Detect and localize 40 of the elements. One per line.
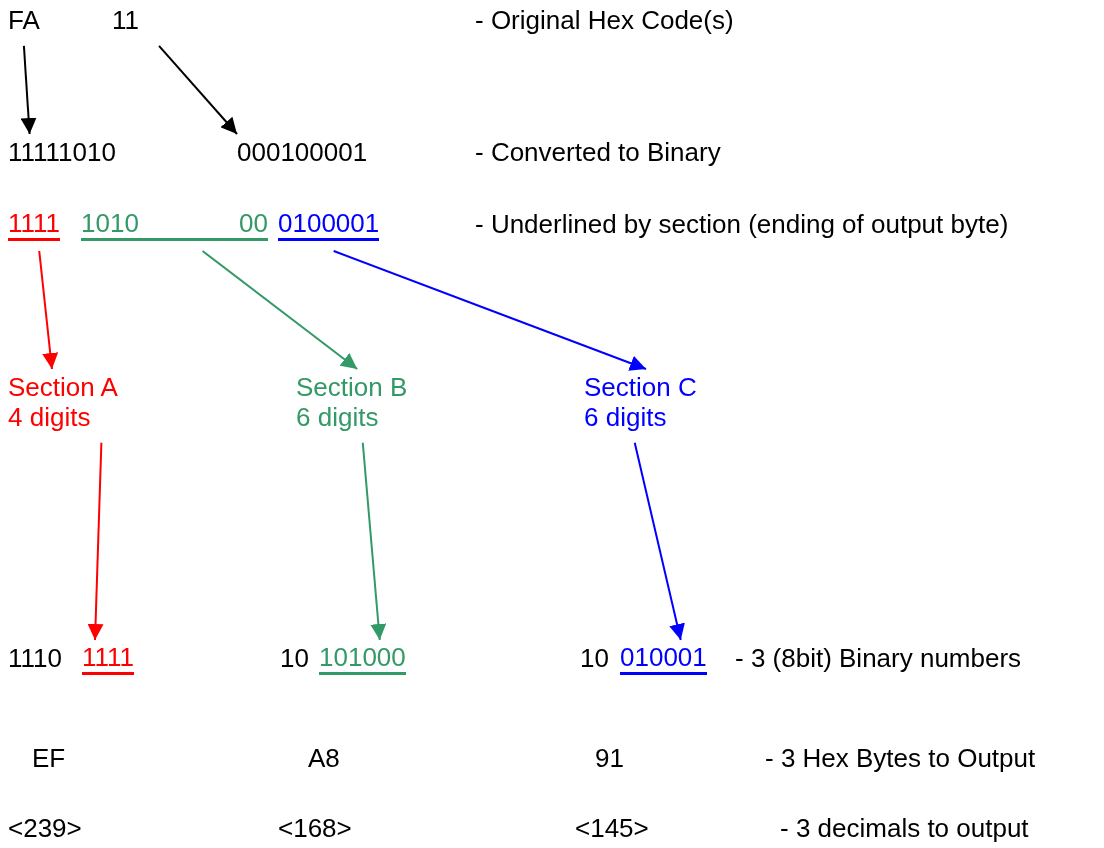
decimal-output: <239>: [8, 814, 82, 844]
arrow: [87, 441, 104, 641]
hex-binary-value: FA: [8, 6, 40, 36]
decimal-output: <168>: [278, 814, 352, 844]
digit-count: 4 digits: [8, 402, 92, 433]
row-description: - 3 (8bit) Binary numbers: [735, 644, 1022, 674]
digit-count: 6 digits: [296, 402, 380, 433]
hex-binary-value: 11111010: [8, 138, 116, 168]
row-description: - 3 decimals to output: [780, 814, 1029, 844]
arrow: [633, 441, 685, 641]
bit-group: 1010: [81, 210, 139, 236]
section-title: Section B: [296, 373, 408, 403]
section-title: Section A: [8, 373, 118, 403]
digit-count: 6 digits: [584, 402, 668, 433]
binary-prefix: 10: [580, 644, 609, 674]
underlined-bits: 1111: [82, 644, 135, 675]
hex-output: A8: [308, 744, 340, 774]
underlined-bits: 0100001: [278, 210, 380, 241]
arrow: [38, 250, 59, 370]
arrow: [332, 250, 647, 371]
hex-output: EF: [32, 744, 66, 774]
binary-prefix: 10: [280, 644, 309, 674]
underlined-bits: 010001: [620, 644, 707, 675]
arrow: [361, 441, 387, 641]
row-description: - Converted to Binary: [475, 138, 721, 168]
decimal-output: <145>: [575, 814, 649, 844]
underlined-bits: 101000: [319, 644, 406, 675]
binary-prefix: 1110: [8, 644, 62, 674]
arrow: [158, 44, 238, 135]
row-description: - 3 Hex Bytes to Output: [765, 744, 1036, 774]
hex-output: 91: [595, 744, 624, 774]
arrow: [20, 44, 37, 135]
section-title: Section C: [584, 373, 697, 403]
underlined-bits: 1111: [8, 210, 61, 241]
row-description: - Underlined by section (ending of output byte): [475, 210, 1009, 240]
row-description: - Original Hex Code(s): [475, 6, 734, 36]
arrow: [201, 250, 359, 370]
hex-binary-value: 11: [112, 6, 139, 36]
hex-binary-value: 000100001: [237, 138, 368, 168]
bit-group: 00: [239, 210, 268, 236]
